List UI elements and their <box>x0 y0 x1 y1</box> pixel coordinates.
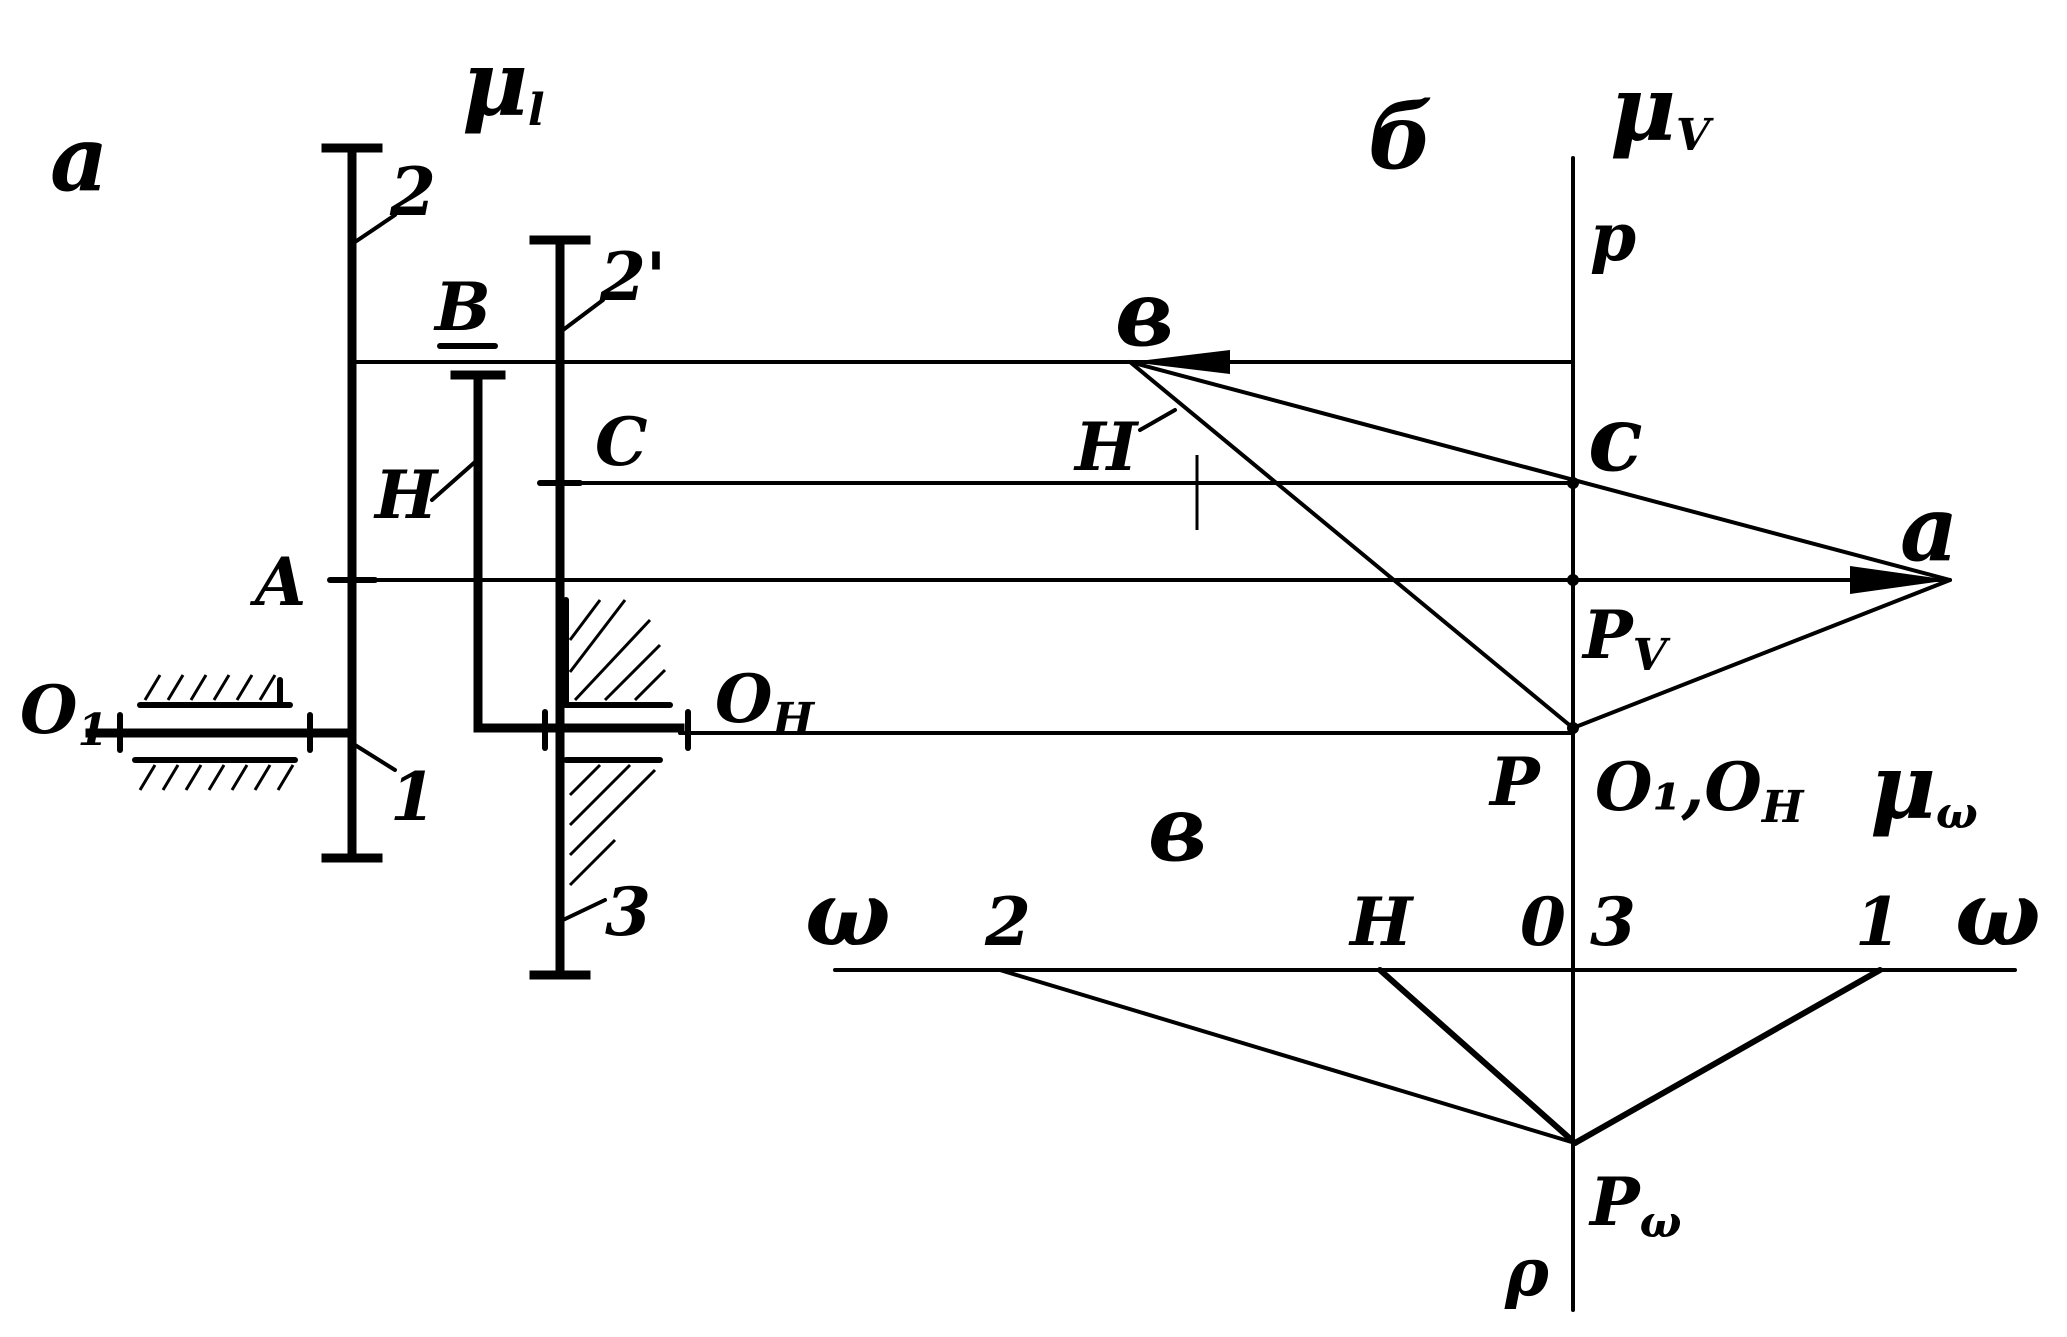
label-gear-1: 1 <box>390 758 436 836</box>
dot-c <box>1567 477 1579 489</box>
fixed-frame-upper-hatch <box>563 597 673 708</box>
label-velocity-h: H <box>1073 408 1140 486</box>
panel-label-v: в <box>1148 776 1207 882</box>
label-omega-1: 1 <box>1855 883 1901 961</box>
label-point-a: A <box>249 543 306 621</box>
arrow-velocity-a <box>1850 566 1950 594</box>
label-gear-3: 3 <box>605 873 651 951</box>
label-point-b: B <box>433 268 491 346</box>
panel-label-a: а <box>50 106 108 212</box>
label-omega-left: ω <box>805 861 891 967</box>
fixed-frame-lower-hatch <box>563 757 663 887</box>
leader-carrier-h <box>430 460 477 502</box>
mechanism-scheme <box>85 143 691 980</box>
label-omega-p-bottom: ρ <box>1504 1233 1550 1311</box>
label-oh: OH <box>715 660 816 745</box>
ray-pw-to-2 <box>998 968 1577 1145</box>
panel-label-b: б <box>1368 84 1433 190</box>
label-carrier-h: H <box>373 456 440 534</box>
leader-gear-2 <box>353 213 397 244</box>
bearing-bottom-hatch <box>132 757 298 791</box>
dot-p <box>1567 722 1579 734</box>
label-velocity-a: а <box>1900 476 1958 582</box>
dot-pv <box>1567 574 1579 586</box>
label-omega-2: 2 <box>984 883 1031 961</box>
line-b-to-p <box>1128 360 1575 730</box>
label-velocity-p-top: p <box>1590 198 1636 276</box>
leader-gear-3 <box>561 898 607 922</box>
line-p-to-a <box>1571 578 1952 730</box>
label-omega-pole: Pω <box>1588 1163 1682 1248</box>
label-gear-2prime: 2' <box>599 238 666 316</box>
label-velocity-o1-oh: O₁,OH <box>1595 748 1805 833</box>
label-velocity-c: c <box>1588 386 1643 492</box>
label-velocity-b: в <box>1115 261 1174 367</box>
velocity-plan <box>350 156 1952 1312</box>
label-omega-0: 0 <box>1520 883 1566 961</box>
label-omega-h: H <box>1348 883 1415 961</box>
ray-pw-to-h <box>1377 967 1578 1146</box>
angular-velocity-plan <box>833 967 2017 1146</box>
ray-pw-to-1 <box>1572 967 1883 1146</box>
label-omega-3: 3 <box>1590 883 1636 961</box>
leader-velocity-h <box>1138 408 1177 432</box>
scale-mu-w: μω <box>1870 734 1978 840</box>
line-b-to-a <box>1128 360 1952 582</box>
label-velocity-p: P <box>1488 743 1542 821</box>
label-gear-2: 2 <box>389 153 436 231</box>
label-o1: O1 <box>20 671 108 756</box>
leader-gear-1 <box>353 743 397 772</box>
label-velocity-pv: PV <box>1581 596 1671 681</box>
arrow-velocity-b <box>1130 350 1230 374</box>
label-omega-right: ω <box>1955 861 2041 967</box>
scale-mu-l: μl <box>462 31 545 137</box>
leader-gear-2prime <box>561 298 605 332</box>
scale-mu-v: μV <box>1610 56 1714 162</box>
bearing-top-hatch <box>137 674 293 708</box>
label-point-c: C <box>595 403 648 481</box>
